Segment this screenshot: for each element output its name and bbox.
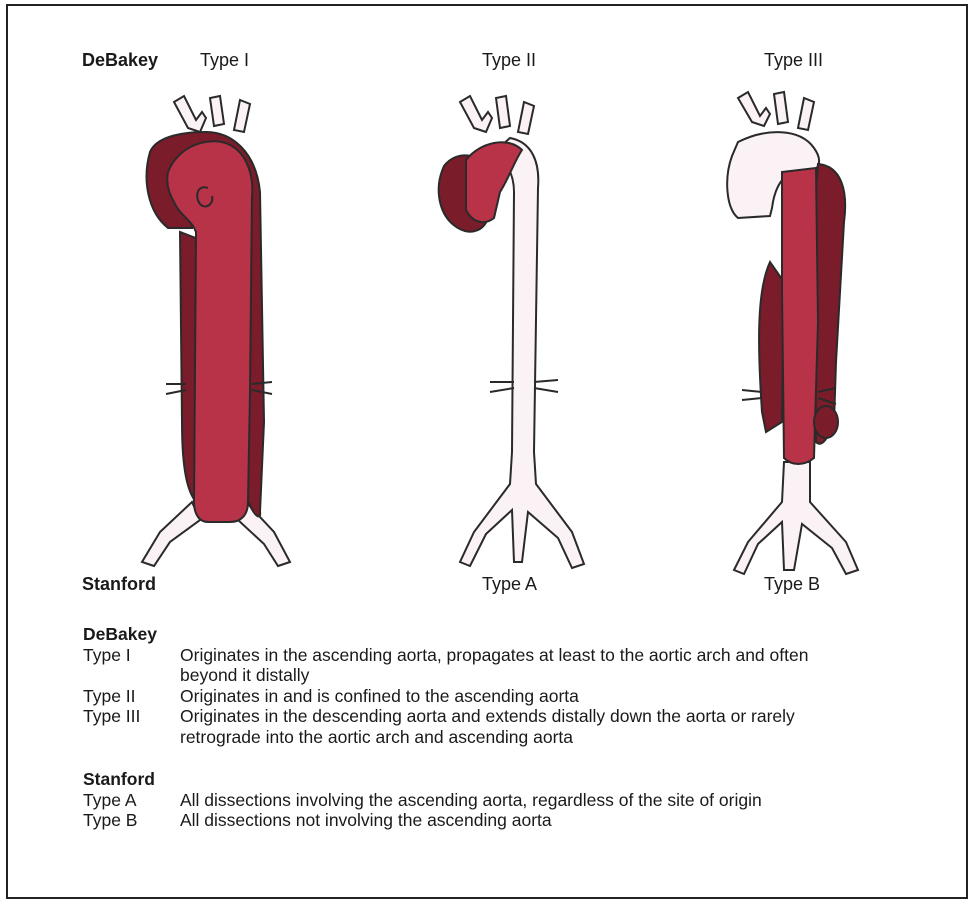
- type-i-label: Type I: [200, 50, 249, 70]
- legend-row: Type II Originates in and is confined to…: [83, 686, 870, 707]
- legend-type: Type I: [83, 645, 180, 686]
- stanford-heading: Stanford: [82, 574, 156, 594]
- legend-desc: Originates in and is confined to the asc…: [180, 686, 870, 707]
- legend: DeBakey Type I Originates in the ascendi…: [83, 624, 870, 831]
- legend-desc: All dissections involving the ascending …: [180, 790, 870, 811]
- aorta-type-i-diagram: [122, 92, 322, 580]
- legend-desc: Originates in the descending aorta and e…: [180, 706, 870, 747]
- legend-desc: Originates in the ascending aorta, propa…: [180, 645, 870, 686]
- type-iii-label: Type III: [764, 50, 823, 70]
- legend-row: Type A All dissections involving the asc…: [83, 790, 870, 811]
- debakey-heading: DeBakey: [82, 50, 158, 70]
- legend-desc: All dissections not involving the ascend…: [180, 810, 870, 831]
- legend-row: Type I Originates in the ascending aorta…: [83, 645, 870, 686]
- legend-row: Type III Originates in the descending ao…: [83, 706, 870, 747]
- legend-row: Type B All dissections not involving the…: [83, 810, 870, 831]
- legend-type: Type III: [83, 706, 180, 747]
- legend-type: Type B: [83, 810, 180, 831]
- type-a-label: Type A: [482, 574, 537, 594]
- legend-stanford-title: Stanford: [83, 769, 870, 790]
- type-b-label: Type B: [764, 574, 820, 594]
- aorta-type-iii-diagram: [686, 92, 886, 580]
- legend-type: Type II: [83, 686, 180, 707]
- aorta-type-ii-diagram: [404, 92, 604, 580]
- type-ii-label: Type II: [482, 50, 536, 70]
- figure-frame: DeBakey Type I Type II Type III: [6, 4, 968, 899]
- legend-debakey-title: DeBakey: [83, 624, 870, 645]
- legend-type: Type A: [83, 790, 180, 811]
